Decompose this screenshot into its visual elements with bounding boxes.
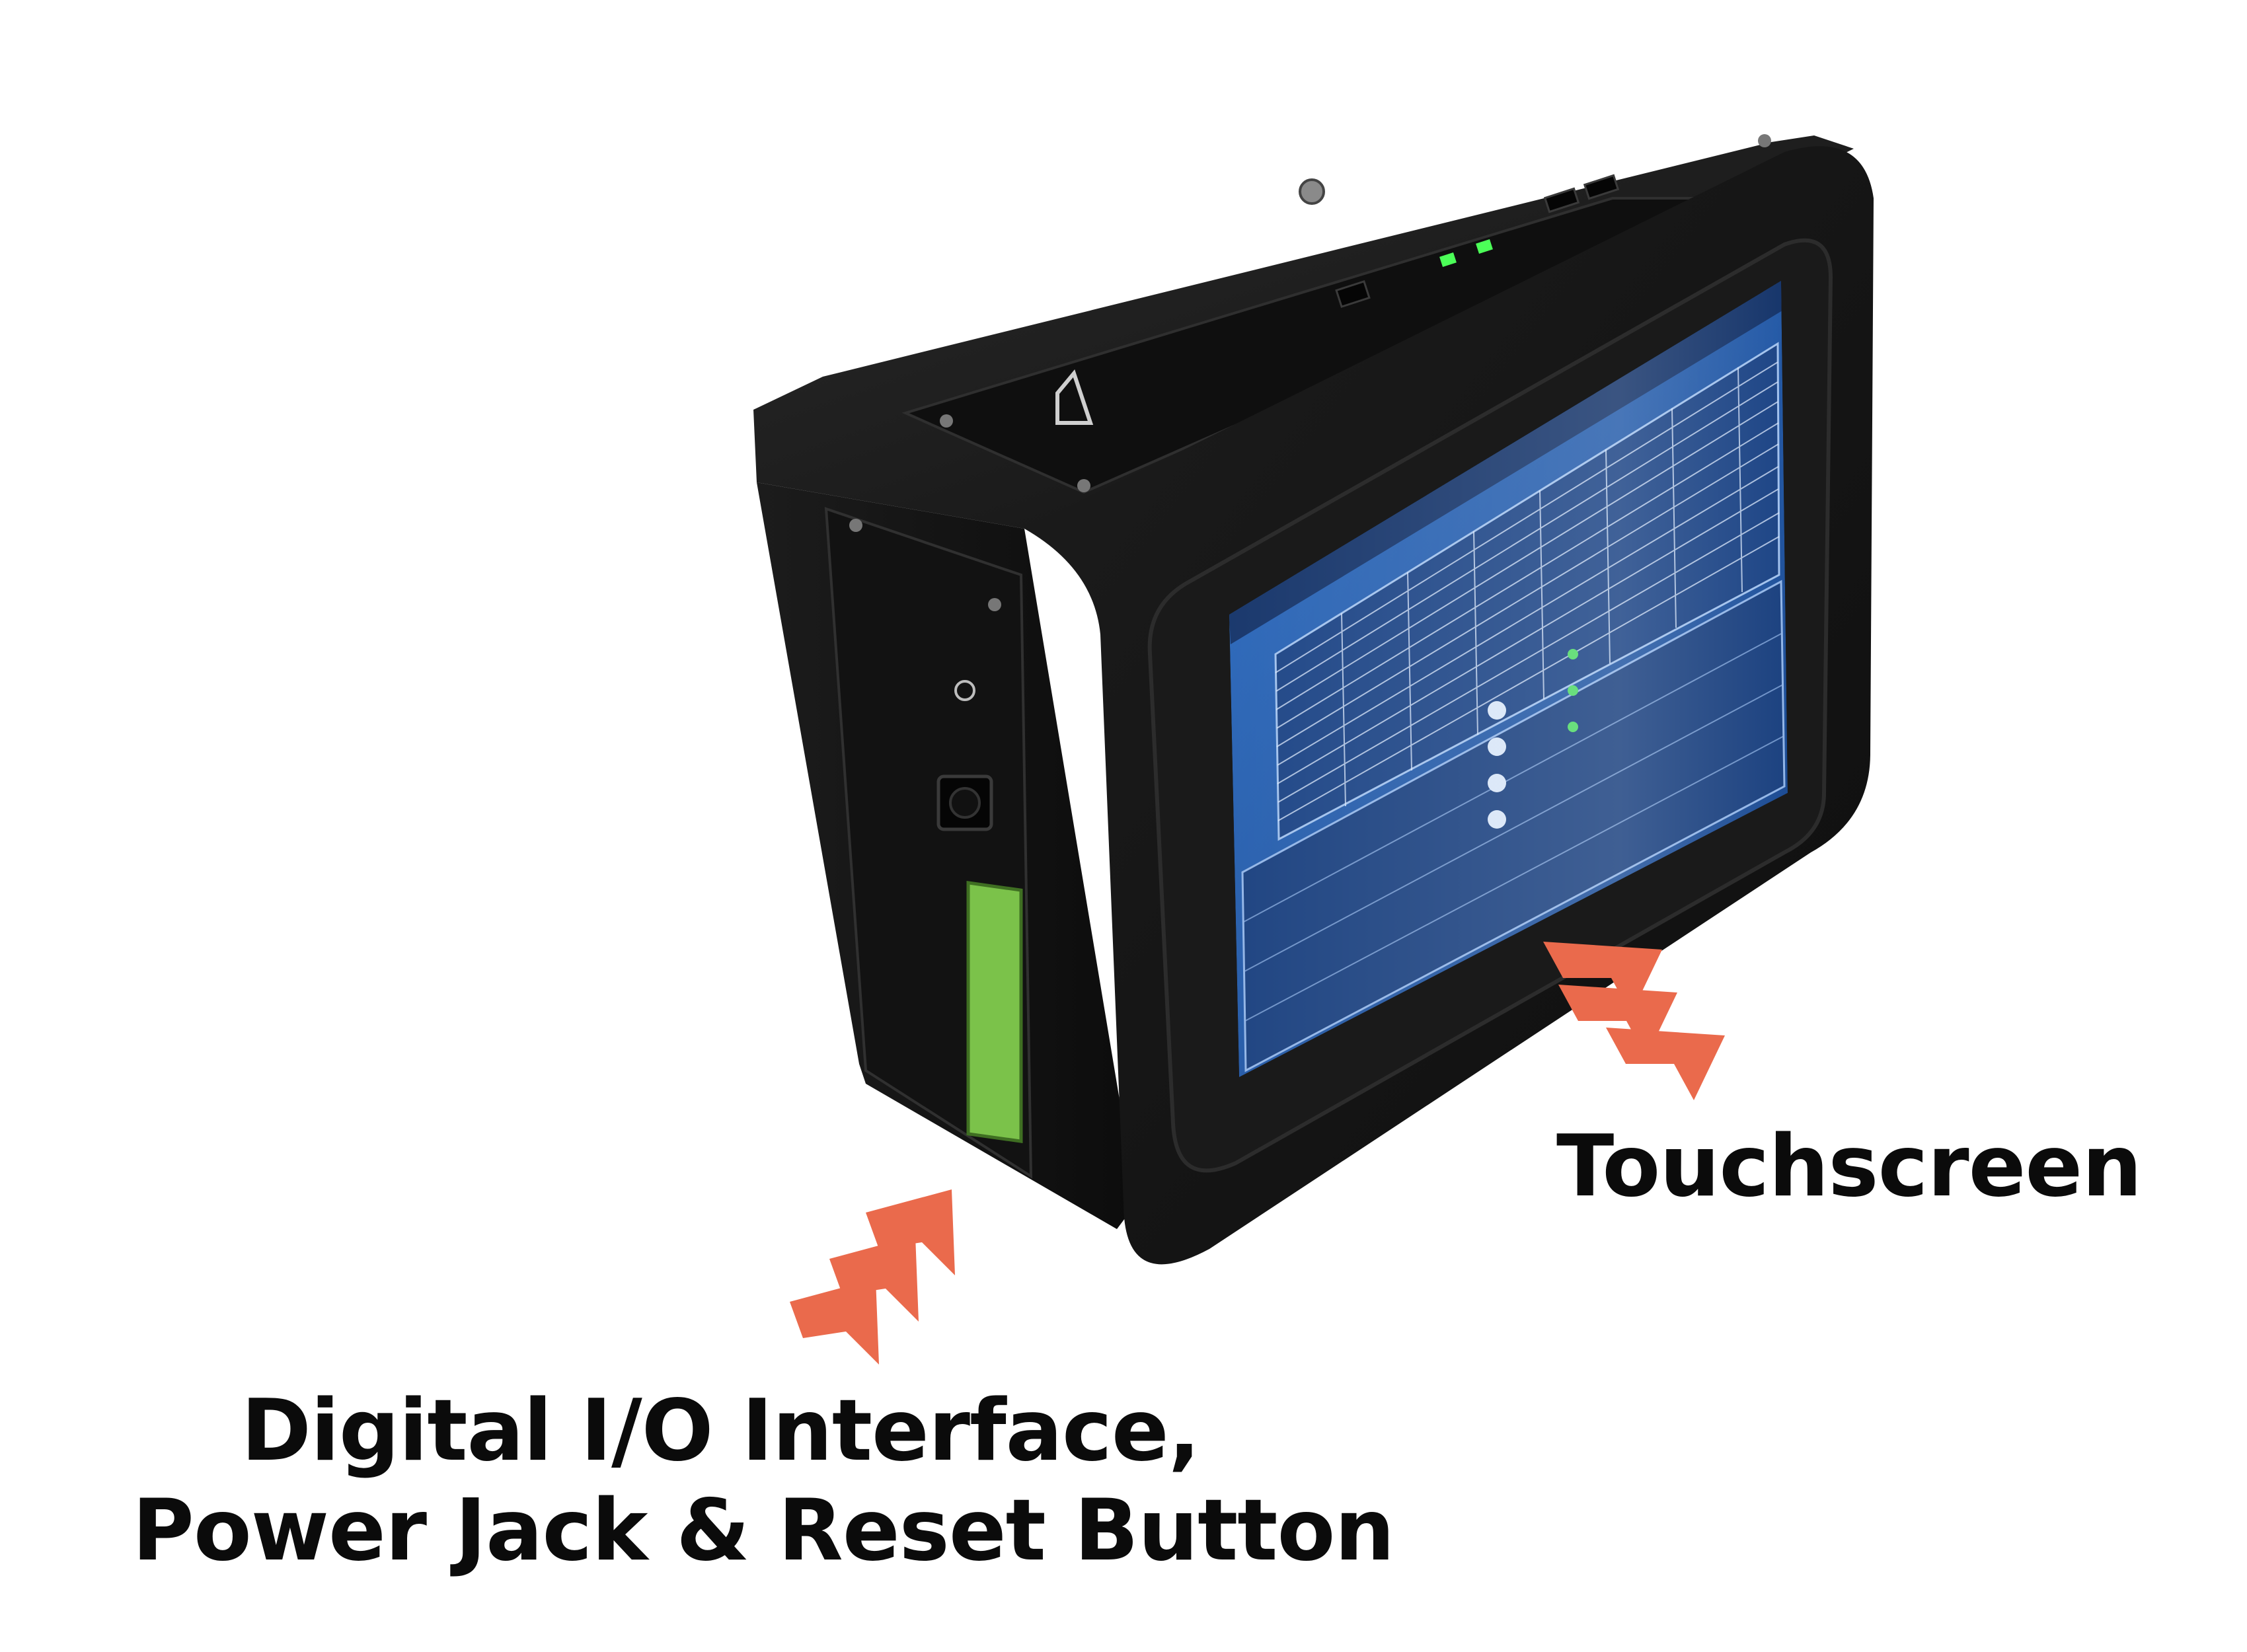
io-label-line-2: Power Jack & Reset Button (132, 1482, 1395, 1581)
on-off-switch[interactable] (1335, 280, 1371, 309)
top-port-1 (1543, 187, 1580, 213)
touchscreen-arrows (1543, 942, 1725, 1100)
arrow-chevron-icon (829, 1236, 919, 1322)
can-led (1476, 239, 1493, 254)
arrow-chevron-icon (1606, 1028, 1725, 1100)
screw-top-mid (1077, 479, 1090, 492)
io-label-line-1: Digital I/O Interface, (241, 1382, 1201, 1480)
screw-top-left (940, 414, 953, 428)
top-screw (1299, 178, 1325, 205)
reset-button[interactable] (954, 680, 975, 701)
side-screw-2 (988, 598, 1001, 611)
side-panel-details (849, 519, 1023, 1143)
arrow-chevron-icon (866, 1189, 955, 1275)
side-screw-1 (849, 519, 862, 532)
screw-top-right (1758, 134, 1771, 147)
top-panel-details (940, 134, 1771, 492)
brand-logo-icon (1055, 369, 1094, 425)
top-port-2 (1583, 174, 1620, 200)
io-interface-label: Digital I/O Interface, Power Jack & Rese… (132, 1381, 1395, 1581)
pwr-led (1439, 252, 1457, 268)
touchscreen-display (1229, 281, 1788, 1077)
touchscreen-label: Touchscreen (1556, 1117, 2142, 1216)
arrow-chevron-icon (790, 1279, 879, 1365)
io-arrows (790, 1189, 955, 1365)
io-terminal-block[interactable] (966, 881, 1023, 1143)
